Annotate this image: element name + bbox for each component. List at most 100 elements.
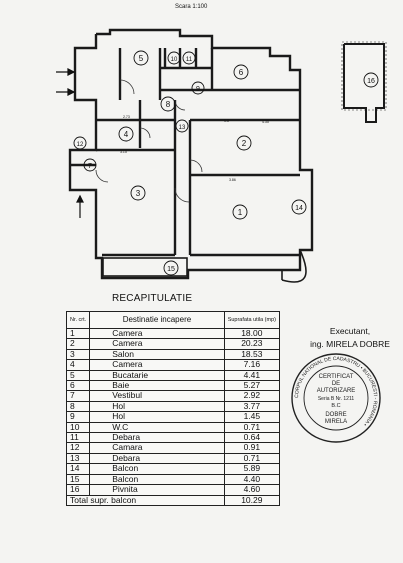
row-destination: Salon bbox=[89, 348, 225, 361]
room-label-14: 14 bbox=[295, 205, 303, 212]
row-surface: 1.45 bbox=[223, 411, 281, 423]
row-nr: 4 bbox=[65, 359, 91, 371]
total-value: 10.29 bbox=[223, 494, 281, 506]
stamp-line2: DE bbox=[332, 381, 340, 387]
total-label: Total supr. balcon bbox=[66, 494, 225, 506]
row-surface: 18.00 bbox=[223, 327, 281, 340]
row-surface: 7.16 bbox=[223, 359, 281, 371]
row-nr: 9 bbox=[65, 411, 91, 423]
row-nr: 3 bbox=[65, 348, 91, 361]
row-destination: Balcon bbox=[89, 463, 225, 475]
row-destination: Baie bbox=[89, 380, 225, 392]
surfaces-table: Nr. crt. Destinatie incapere Suprafata u… bbox=[65, 311, 281, 506]
stamp-series: Seria B Nr. 1211 bbox=[318, 396, 355, 402]
row-nr: 14 bbox=[65, 463, 91, 475]
room-label-5: 5 bbox=[139, 54, 144, 63]
executant-name: ing. MIRELA DOBRE bbox=[310, 339, 390, 349]
row-nr: 6 bbox=[65, 380, 91, 392]
row-nr: 15 bbox=[65, 473, 91, 486]
row-surface: 3.77 bbox=[223, 400, 281, 413]
header-surface: Suprafata utila (mp) bbox=[223, 311, 281, 329]
row-destination: Camara bbox=[89, 442, 225, 454]
stamp-name1: DOBRE bbox=[325, 412, 346, 418]
row-surface: 0.71 bbox=[223, 421, 281, 434]
row-destination: Debara bbox=[89, 432, 225, 444]
room-label-12: 12 bbox=[77, 142, 84, 148]
row-nr: 12 bbox=[65, 442, 91, 454]
svg-text:1.3: 1.3 bbox=[224, 119, 229, 123]
row-surface: 4.41 bbox=[223, 369, 281, 382]
authorization-stamp: CORPUL NATIONAL DE CADASTRU • BUCURESTI … bbox=[291, 353, 381, 443]
room-label-3: 3 bbox=[136, 189, 141, 198]
row-nr: 11 bbox=[65, 432, 91, 444]
row-destination: Pivnita bbox=[89, 484, 225, 496]
room-label-16: 16 bbox=[367, 78, 375, 85]
room-label-10: 10 bbox=[171, 57, 178, 63]
svg-text:3.15: 3.15 bbox=[120, 150, 127, 154]
row-destination: Hol bbox=[89, 400, 225, 413]
row-nr: 13 bbox=[65, 452, 91, 465]
row-destination: Bucatarie bbox=[89, 369, 225, 382]
row-destination: Camera bbox=[89, 327, 225, 340]
room-label-1: 1 bbox=[238, 208, 243, 217]
row-destination: W.C bbox=[89, 421, 225, 434]
row-nr: 2 bbox=[65, 338, 91, 350]
stamp-line1: CERTIFICAT bbox=[319, 374, 354, 380]
room-label-11: 11 bbox=[186, 57, 193, 63]
room-label-8: 8 bbox=[166, 100, 171, 109]
room-label-2: 2 bbox=[242, 139, 247, 148]
table-header-row: Nr. crt. Destinatie incapere Suprafata u… bbox=[65, 311, 281, 329]
plan-heading: Scara 1:100 bbox=[175, 4, 208, 10]
stamp-line3: AUTORIZARE bbox=[317, 388, 356, 394]
row-destination: Balcon bbox=[89, 473, 225, 486]
room-label-7: 7 bbox=[88, 163, 92, 170]
stamp-class: B.C bbox=[331, 403, 340, 409]
row-surface: 5.27 bbox=[223, 380, 281, 392]
row-surface: 0.64 bbox=[223, 432, 281, 444]
svg-text:4.35: 4.35 bbox=[262, 120, 269, 124]
row-nr: 10 bbox=[65, 421, 91, 434]
room-label-4: 4 bbox=[124, 130, 129, 139]
row-destination: Debara bbox=[89, 452, 225, 465]
row-surface: 2.92 bbox=[223, 390, 281, 402]
row-destination: Camera bbox=[89, 359, 225, 371]
row-surface: 0.91 bbox=[223, 442, 281, 454]
row-surface: 5.89 bbox=[223, 463, 281, 475]
row-surface: 18.53 bbox=[223, 348, 281, 361]
svg-text:2.73: 2.73 bbox=[123, 115, 130, 119]
row-nr: 1 bbox=[65, 327, 91, 340]
row-nr: 8 bbox=[65, 400, 91, 413]
row-surface: 20.23 bbox=[223, 338, 281, 350]
row-surface: 4.60 bbox=[223, 484, 281, 496]
row-surface: 4.40 bbox=[223, 473, 281, 486]
row-destination: Camera bbox=[89, 338, 225, 350]
row-surface: 0.71 bbox=[223, 452, 281, 465]
room-label-15: 15 bbox=[167, 266, 175, 273]
row-destination: Hol bbox=[89, 411, 225, 423]
stamp-name2: MIRELA bbox=[325, 419, 347, 425]
executant-block: Executant, ing. MIRELA DOBRE bbox=[300, 326, 400, 349]
header-nr: Nr. crt. bbox=[65, 311, 91, 329]
room-label-13: 13 bbox=[179, 125, 186, 131]
table-total-row: Total supr. balcon 10.29 bbox=[66, 494, 281, 506]
room-label-9: 9 bbox=[196, 86, 200, 93]
row-nr: 5 bbox=[65, 369, 91, 382]
room-label-6: 6 bbox=[239, 68, 244, 77]
header-destination: Destinatie incapere bbox=[89, 311, 225, 329]
